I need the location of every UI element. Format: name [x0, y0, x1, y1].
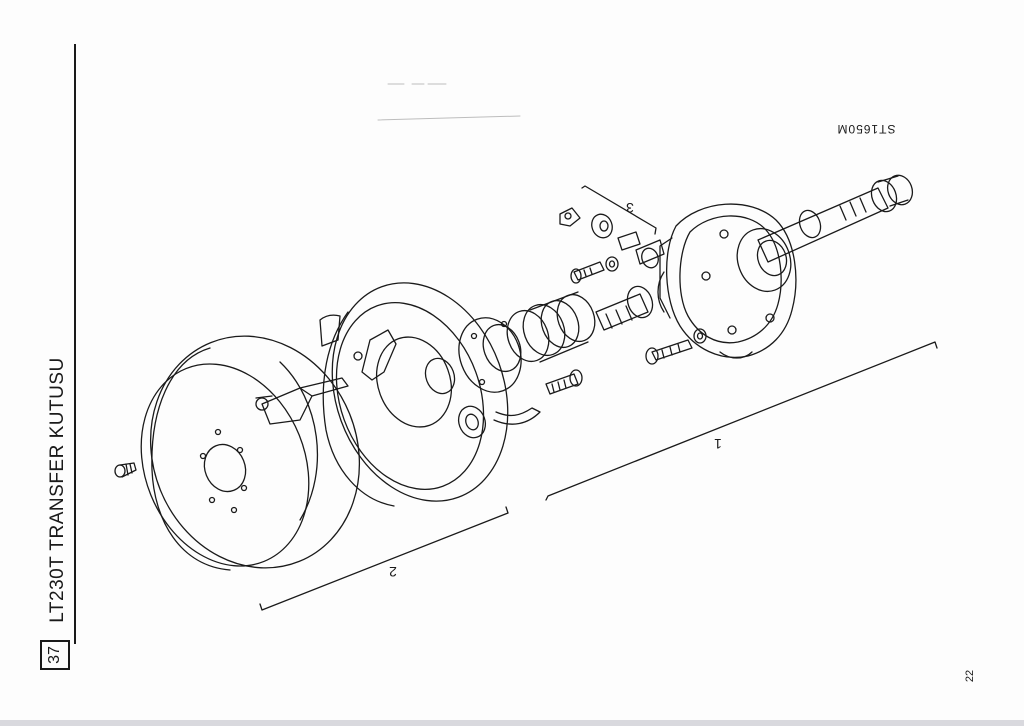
bracket-2 [259, 506, 509, 611]
bolt-upper [570, 261, 605, 284]
bleed-through-marks [377, 83, 521, 121]
brake-backplate [319, 282, 509, 507]
bolt-lower [645, 339, 693, 365]
input-shaft [757, 174, 914, 263]
drum-lever [255, 377, 349, 425]
bracket-1 [545, 341, 938, 501]
bolt-center [545, 369, 583, 395]
speedo-drive-parts [559, 207, 665, 269]
output-flange [458, 317, 541, 425]
output-housing [657, 203, 797, 359]
scan-edge-strip [0, 720, 1024, 726]
screw-left [114, 462, 137, 478]
output-shaft [595, 285, 654, 331]
brake-drum [140, 335, 361, 571]
washer-upper [605, 256, 619, 272]
bracket-3 [581, 185, 657, 235]
margin-rule [74, 44, 76, 644]
bearing-stack [506, 291, 596, 363]
section-number-box: 37 [40, 640, 70, 670]
hub-nut [457, 405, 487, 439]
